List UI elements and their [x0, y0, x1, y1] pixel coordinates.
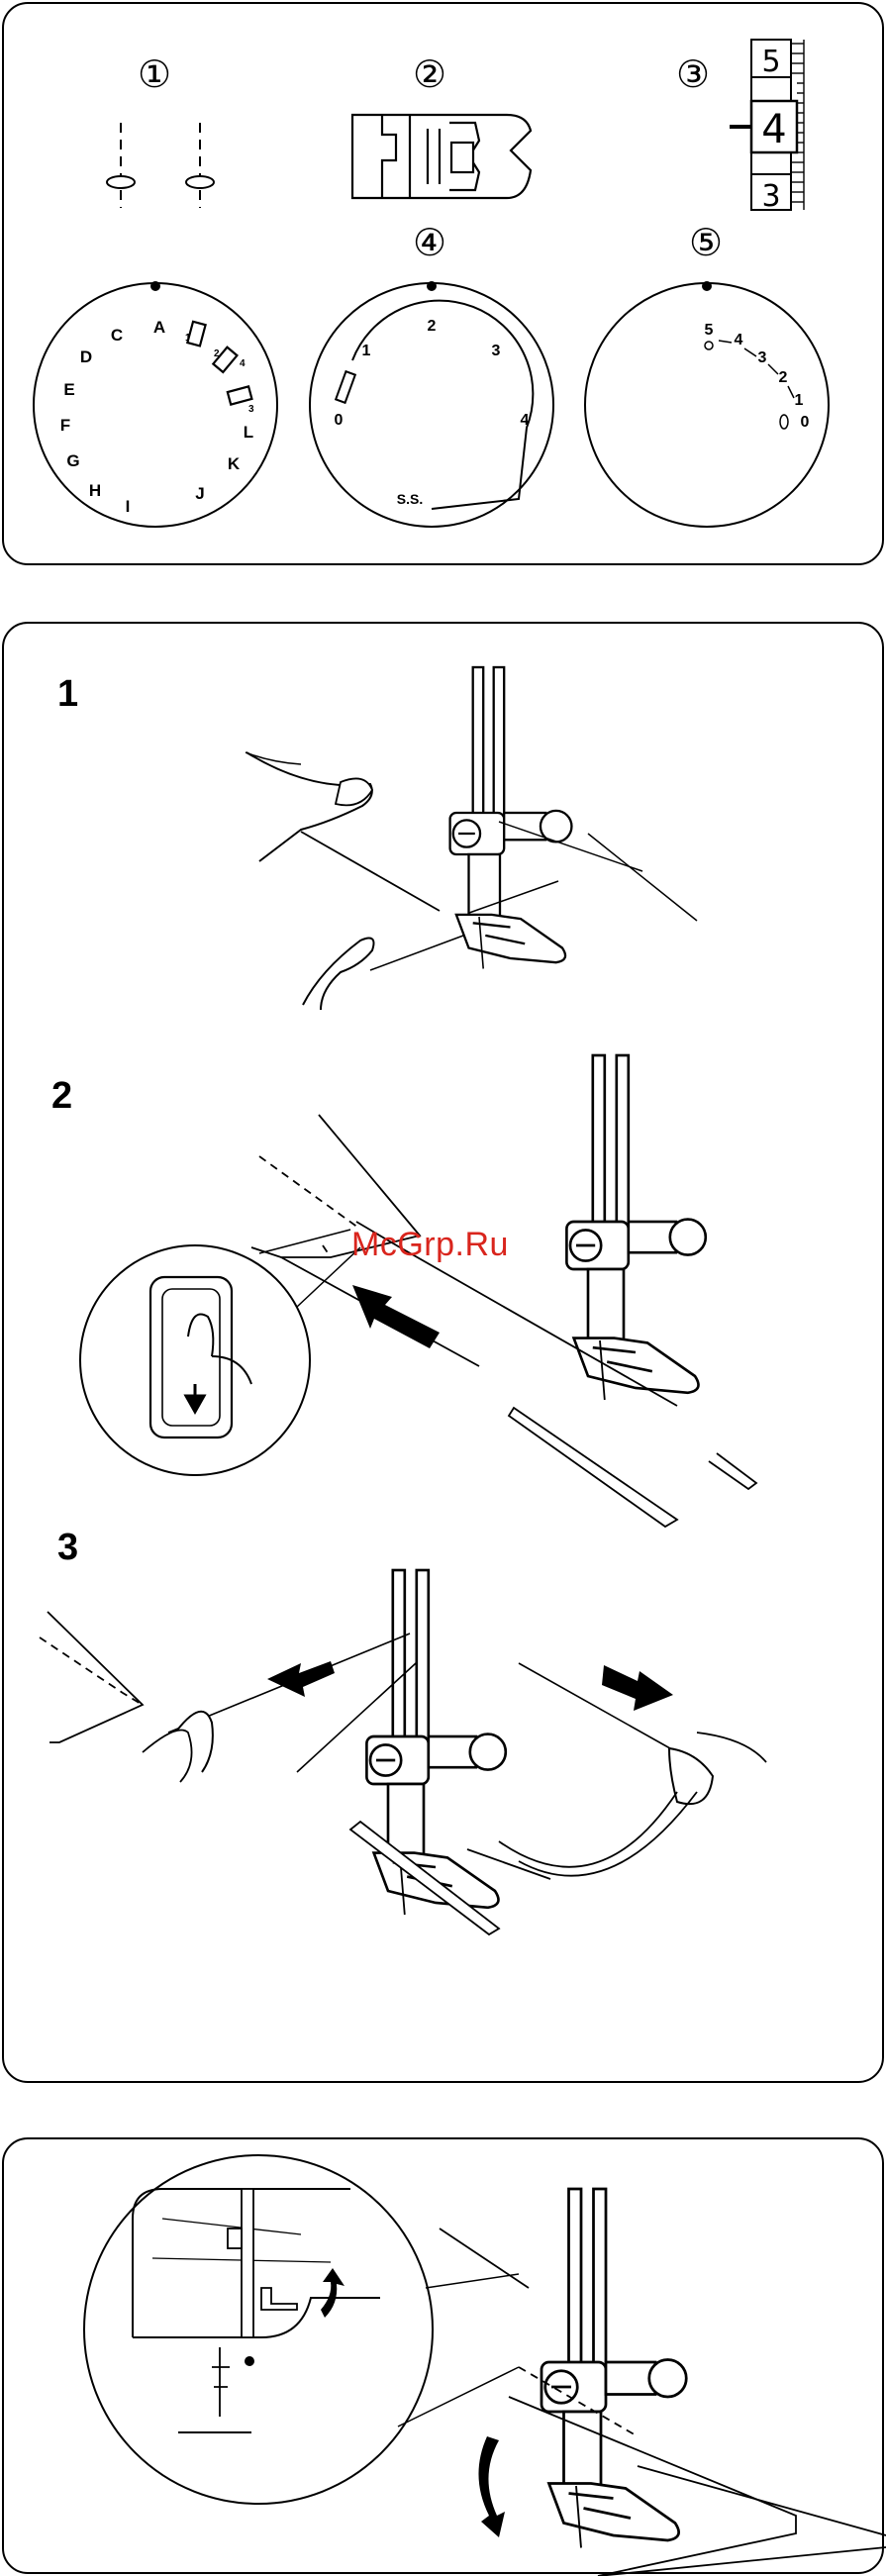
presser-foot-icon: [352, 115, 531, 198]
scale-number-4: 4: [761, 107, 786, 152]
length-number-4: 4: [735, 332, 743, 348]
dial-letter-c: C: [111, 326, 123, 345]
sewing-steps-panel: 1 2 3: [2, 622, 884, 2083]
dial-letter-f: F: [60, 416, 70, 435]
width-number-0: 0: [335, 412, 344, 429]
stitch-length-dial: 5 4 3 2 1 0: [585, 281, 829, 527]
svg-text:4: 4: [240, 358, 246, 369]
lower-arrow-icon: [478, 2436, 505, 2537]
width-ss-label: S.S.: [397, 491, 423, 507]
step-2-illustration: [80, 1055, 756, 1527]
dial-letter-k: K: [228, 454, 241, 473]
step-1-illustration: [246, 667, 697, 1010]
needle-position-icon: [107, 123, 214, 208]
marker-2: ②: [413, 52, 446, 96]
width-number-2: 2: [428, 318, 437, 335]
svg-text:3: 3: [248, 404, 254, 415]
presser-lever-panel: [2, 2137, 884, 2574]
settings-panel: ① ② ③ ④ ⑤: [2, 2, 884, 565]
lever-inset: [84, 2155, 433, 2504]
settings-illustration: ① ② ③ ④ ⑤: [4, 4, 886, 567]
presser-lever-illustration: [4, 2139, 886, 2576]
dial-letter-g: G: [66, 451, 79, 470]
width-number-4: 4: [521, 412, 530, 429]
pattern-selector-dial: A C D E F G H I J K L 1 2 4 3: [34, 281, 277, 527]
dial-letter-j: J: [195, 484, 204, 503]
width-number-1: 1: [362, 343, 371, 359]
length-number-1: 1: [795, 392, 804, 409]
step-3-illustration: [40, 1570, 766, 1934]
dial-letter-d: D: [80, 347, 92, 366]
pull-left-arrow: [267, 1661, 335, 1697]
scale-number-3: 3: [761, 179, 780, 214]
stitch-width-dial: 0 1 2 3 4 S.S.: [310, 281, 553, 527]
length-number-0: 0: [801, 414, 810, 431]
length-number-3: 3: [758, 349, 767, 366]
length-number-5: 5: [705, 322, 714, 339]
dial-letter-e: E: [63, 380, 74, 399]
scale-number-5: 5: [761, 45, 780, 79]
pull-right-arrow: [602, 1665, 673, 1711]
sewing-steps-illustration: [4, 624, 886, 2085]
marker-5: ⑤: [689, 221, 723, 264]
length-number-2: 2: [779, 369, 788, 386]
marker-3: ③: [676, 52, 710, 96]
marker-4: ④: [413, 221, 446, 264]
width-number-3: 3: [492, 343, 501, 359]
dial-letter-i: I: [126, 497, 131, 516]
watermark: McGrp.Ru: [351, 1226, 509, 1264]
dial-letter-a: A: [153, 318, 165, 337]
dial-letter-h: H: [89, 481, 101, 500]
marker-1: ①: [138, 52, 171, 96]
dial-letter-l: L: [244, 423, 253, 442]
feed-direction-arrow: [352, 1285, 440, 1348]
